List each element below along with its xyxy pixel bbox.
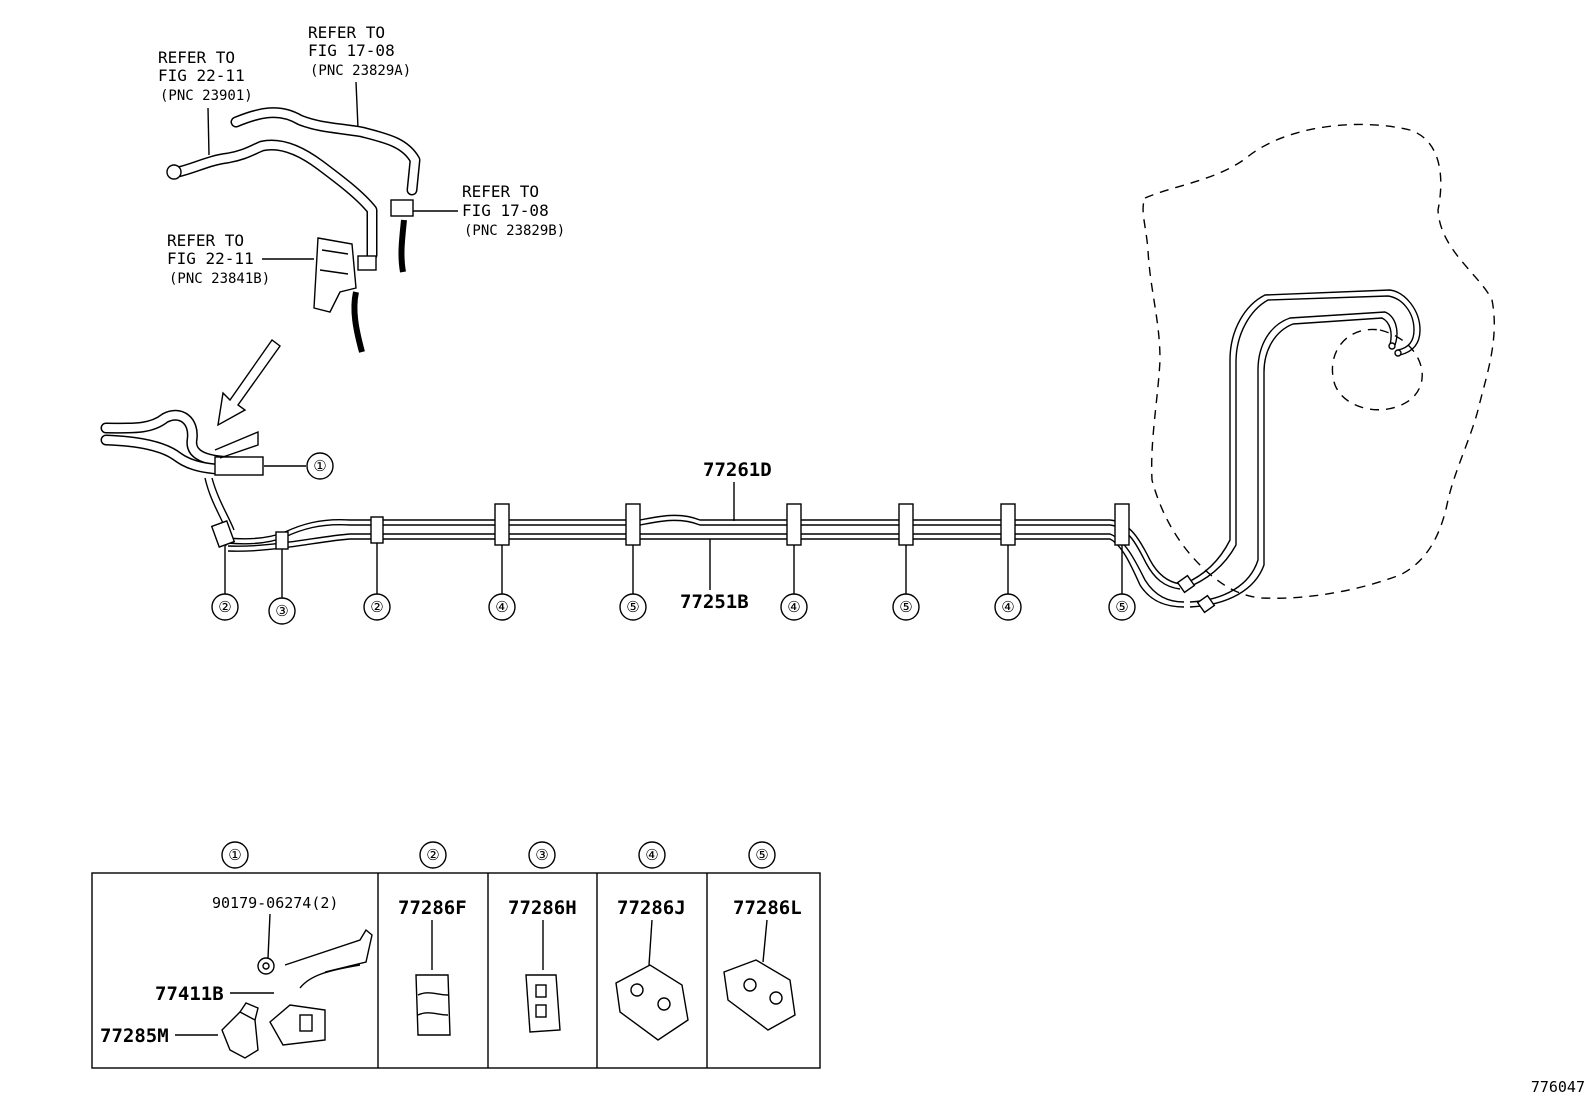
table-header-2: ② [419, 841, 447, 869]
svg-text:(PNC 23841B): (PNC 23841B) [169, 271, 270, 287]
table-cell-1: 90179-06274(2) 77411B 77285M [100, 894, 373, 1059]
figure-id: 776047 [1531, 1078, 1585, 1096]
svg-text:④: ④ [645, 846, 658, 864]
svg-text:②: ② [370, 598, 383, 616]
svg-text:④: ④ [787, 598, 800, 616]
ref-leaders [207, 81, 458, 260]
svg-text:④: ④ [1001, 598, 1014, 616]
svg-text:FIG 22-11: FIG 22-11 [158, 66, 245, 85]
callout-run-clamp-2a: ② [211, 593, 239, 621]
svg-text:(PNC 23829A): (PNC 23829A) [310, 63, 411, 79]
ref-23829a-label: REFER TO FIG 17-08 (PNC 23829A) [308, 23, 411, 79]
svg-text:REFER TO: REFER TO [308, 23, 385, 42]
ref-23901-label: REFER TO FIG 22-11 (PNC 23901) [158, 48, 253, 104]
svg-text:77286H: 77286H [508, 897, 577, 919]
table-header-4: ④ [638, 841, 666, 869]
table-cell-3: 77286H [508, 897, 577, 1033]
ref-23841b-label: REFER TO FIG 22-11 (PNC 23841B) [167, 231, 270, 287]
svg-text:⑤: ⑤ [626, 598, 639, 616]
svg-text:⑤: ⑤ [1115, 598, 1128, 616]
svg-text:77411B: 77411B [155, 983, 224, 1005]
vent-hose-assembly [166, 107, 421, 353]
svg-text:⑤: ⑤ [755, 846, 768, 864]
callout-run-clamp-2b: ② [363, 593, 391, 621]
inlet-pipes [100, 409, 264, 531]
svg-text:77261D: 77261D [703, 459, 772, 481]
svg-text:FIG 17-08: FIG 17-08 [308, 41, 395, 60]
svg-text:FIG 17-08: FIG 17-08 [462, 201, 549, 220]
callout-run-clamp-4b: ④ [780, 593, 808, 621]
svg-text:FIG 22-11: FIG 22-11 [167, 249, 254, 268]
svg-text:①: ① [313, 457, 326, 475]
table-headers: ① ② ③ ④ ⑤ [221, 841, 776, 869]
parts-table-frame [91, 872, 821, 1069]
svg-text:③: ③ [275, 602, 288, 620]
svg-text:(PNC 23901): (PNC 23901) [160, 88, 253, 104]
callout-run-clamp-3: ③ [268, 597, 296, 625]
ref-23829b-label: REFER TO FIG 17-08 (PNC 23829B) [462, 182, 565, 239]
table-cell-2: 77286F [398, 897, 467, 1036]
svg-text:②: ② [218, 598, 231, 616]
tank-pipes [1176, 289, 1421, 614]
callout-run-clamp-5a: ⑤ [619, 593, 647, 621]
svg-text:(PNC 23829B): (PNC 23829B) [464, 223, 565, 239]
svg-text:77251B: 77251B [680, 591, 749, 613]
upper-tube-label: 77261D [703, 459, 772, 521]
svg-text:①: ① [228, 846, 241, 864]
svg-text:77286L: 77286L [733, 897, 802, 919]
direction-arrow [217, 339, 281, 427]
svg-text:77286J: 77286J [617, 897, 686, 919]
table-header-3: ③ [528, 841, 556, 869]
table-header-5: ⑤ [748, 841, 776, 869]
table-cell-4: 77286J [615, 897, 689, 1041]
svg-text:77286F: 77286F [398, 897, 467, 919]
svg-text:REFER TO: REFER TO [462, 182, 539, 201]
svg-text:REFER TO: REFER TO [167, 231, 244, 250]
callout-1-inlet: ① [306, 452, 334, 480]
table-header-1: ① [221, 841, 249, 869]
svg-text:④: ④ [495, 598, 508, 616]
svg-text:②: ② [426, 846, 439, 864]
clamp-leaders [224, 465, 1123, 598]
callout-run-clamp-4c: ④ [994, 593, 1022, 621]
lower-tube-label: 77251B [680, 539, 749, 613]
tube-clamps [210, 503, 1130, 550]
callout-run-clamp-5b: ⑤ [892, 593, 920, 621]
svg-text:③: ③ [535, 846, 548, 864]
svg-text:77285M: 77285M [100, 1025, 169, 1047]
svg-text:⑤: ⑤ [899, 598, 912, 616]
fuel-tank-outline [1142, 123, 1495, 599]
callout-run-clamp-5c: ⑤ [1108, 593, 1136, 621]
table-cell-5: 77286L [723, 897, 802, 1031]
svg-text:REFER TO: REFER TO [158, 48, 235, 67]
callout-run-clamp-4a: ④ [488, 593, 516, 621]
svg-text:90179-06274(2): 90179-06274(2) [212, 894, 338, 912]
